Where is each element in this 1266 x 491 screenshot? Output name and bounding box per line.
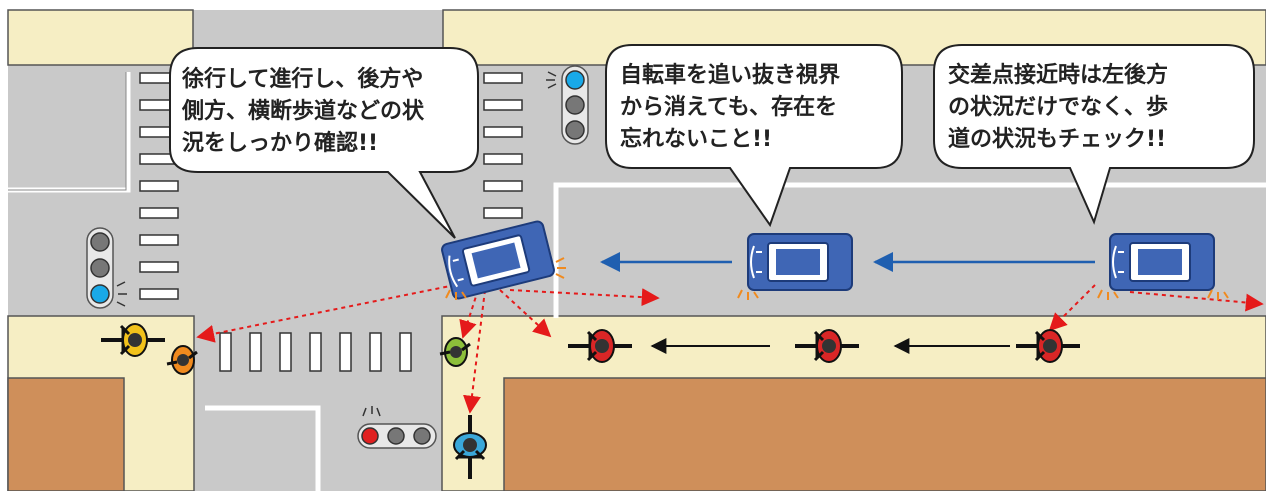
bubble-3-line-2: の状況だけでなく、歩	[948, 95, 1168, 120]
bubble-2-line-2: から消えても、存在を	[620, 94, 837, 120]
traffic-light-left	[86, 227, 127, 309]
crosswalk-right	[483, 72, 523, 219]
pedestrian-right	[439, 337, 471, 367]
car-middle	[747, 233, 853, 291]
car-right	[1109, 233, 1215, 291]
pedestrian-left	[166, 345, 198, 375]
traffic-light-bottom	[357, 406, 437, 449]
crosswalk-bottom	[219, 332, 412, 372]
bubble-1-line-1: 徐行して進行し、後方や	[181, 66, 423, 92]
building-right	[503, 377, 1266, 491]
bubble-2-line-1: 自転車を追い抜き視界	[620, 62, 840, 88]
bubble-2-line-3: 忘れないこと!!	[620, 126, 772, 152]
bubble-1-line-2: 側方、横断歩道などの状	[181, 98, 425, 124]
speech-bubble-2: 自転車を追い抜き視界 から消えても、存在を 忘れないこと!!	[605, 44, 903, 228]
bubble-1-line-3: 況をしっかり確認!!	[182, 130, 378, 156]
traffic-light-top	[546, 65, 589, 145]
sidewalk-top-left	[7, 9, 194, 66]
bubble-3-line-1: 交差点接近時は左後方	[948, 62, 1168, 88]
check-arrows	[196, 284, 1264, 414]
speech-bubble-3: 交差点接近時は左後方 の状況だけでなく、歩 道の状況もチェック!!	[933, 44, 1255, 225]
crosswalk-left	[139, 72, 179, 300]
speech-bubble-1: 徐行して進行し、後方や 側方、横断歩道などの状 況をしっかり確認!!	[169, 47, 479, 239]
building-left	[7, 377, 125, 491]
turn-signals	[445, 257, 1229, 300]
bubble-3-line-3: 道の状況もチェック!!	[948, 126, 1166, 152]
